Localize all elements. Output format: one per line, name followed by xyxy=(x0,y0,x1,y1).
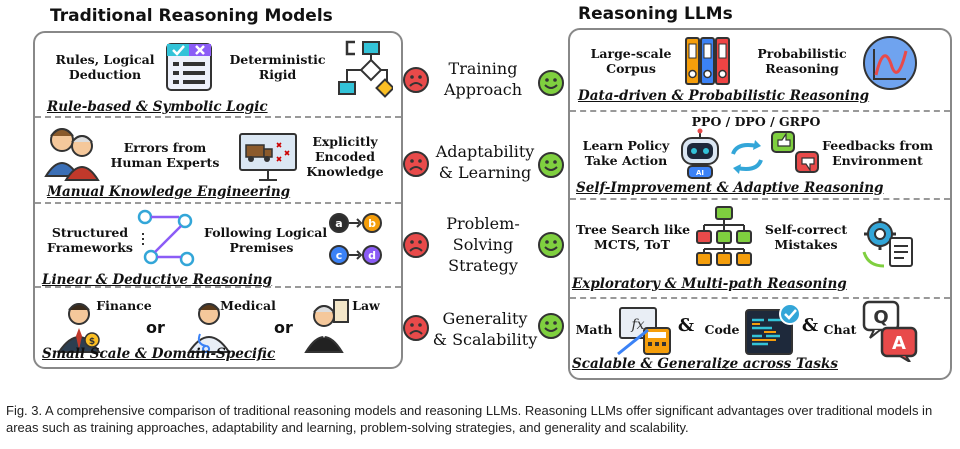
checklist-icon xyxy=(163,42,215,92)
presentation-board-icon xyxy=(237,131,299,183)
category-rule-based-symbolic-logic: Rule-based & Symbolic Logic xyxy=(47,99,268,115)
happy-face-icon xyxy=(537,151,565,179)
database-binders-icon xyxy=(684,36,732,86)
sad-face-icon xyxy=(402,150,430,178)
svg-text:b: b xyxy=(368,217,376,230)
svg-text:c: c xyxy=(336,249,343,262)
label-and-2: & xyxy=(801,315,819,336)
svg-text:fx: fx xyxy=(630,317,644,333)
label-math: Math xyxy=(575,322,613,337)
lawyer-icon xyxy=(304,296,354,354)
right-divider-1 xyxy=(570,110,950,112)
label-and-1: & xyxy=(677,315,695,336)
category-self-improvement-adaptive-reasoning: Self-Improvement & Adaptive Reasoning xyxy=(576,180,884,196)
middle-adaptability-learning: Adaptability& Learning xyxy=(435,142,535,182)
happy-face-icon xyxy=(537,231,565,259)
sad-face-icon xyxy=(402,231,430,259)
category-small-scale-domain-specific: Small Scale & Domain-Specific xyxy=(42,346,276,362)
happy-face-icon xyxy=(537,69,565,97)
svg-text:Q: Q xyxy=(873,307,888,328)
thumbs-feedback-icon xyxy=(770,128,822,178)
sad-face-icon xyxy=(402,314,430,342)
or-text-2: or xyxy=(274,318,293,337)
math-tools-icon: fx xyxy=(616,302,674,358)
label-ppo-dpo-grpo: PPO / DPO / GRPO xyxy=(691,114,821,129)
left-divider-3 xyxy=(35,286,401,288)
code-editor-icon xyxy=(744,302,802,358)
label-finance: Finance xyxy=(96,298,152,313)
doctor-icon xyxy=(186,300,232,354)
middle-generality-scalability: Generality& Scalability xyxy=(432,309,538,349)
self-correct-gear-icon xyxy=(860,212,918,270)
cycle-arrows-icon xyxy=(727,138,767,176)
svg-text:d: d xyxy=(368,249,376,262)
ai-robot-icon: AI xyxy=(676,128,724,180)
tree-search-icon xyxy=(694,205,754,267)
chat-qa-icon: Q A xyxy=(860,300,920,362)
label-code: Code xyxy=(704,322,740,337)
svg-text:A: A xyxy=(892,333,906,354)
category-scalable-generalize-across-tasks: Scalable & Generalize across Tasks xyxy=(572,356,838,372)
left-divider-2 xyxy=(35,202,401,204)
label-medical: Medical xyxy=(220,298,276,313)
category-data-driven-probabilistic-reasoning: Data-driven & Probabilistic Reasoning xyxy=(578,88,870,104)
figure-caption: Fig. 3. A comprehensive comparison of tr… xyxy=(6,403,933,435)
right-panel-title: Reasoning LLMs xyxy=(578,4,733,24)
finance-person-icon: $ xyxy=(56,300,102,354)
category-manual-knowledge-engineering: Manual Knowledge Engineering xyxy=(47,184,291,200)
abcd-logic-icon: a b c d xyxy=(327,211,385,269)
or-text-1: or xyxy=(146,318,165,337)
right-divider-3 xyxy=(570,297,950,299)
right-divider-2 xyxy=(570,198,950,200)
linear-path-icon xyxy=(135,207,197,269)
probability-curve-icon xyxy=(862,35,918,91)
experts-icon xyxy=(42,122,102,182)
sad-face-icon xyxy=(402,66,430,94)
category-exploratory-multi-path-reasoning: Exploratory & Multi-path Reasoning xyxy=(572,276,847,292)
svg-text:AI: AI xyxy=(696,169,704,177)
left-divider-1 xyxy=(35,116,401,118)
label-law: Law xyxy=(352,298,380,313)
svg-text:$: $ xyxy=(89,337,95,347)
category-linear-deductive-reasoning: Linear & Deductive Reasoning xyxy=(42,272,273,288)
flowchart-icon xyxy=(333,38,393,98)
label-chat: Chat xyxy=(823,322,857,337)
left-panel-title: Traditional Reasoning Models xyxy=(50,6,333,26)
svg-text:a: a xyxy=(335,217,342,230)
happy-face-icon xyxy=(537,312,565,340)
